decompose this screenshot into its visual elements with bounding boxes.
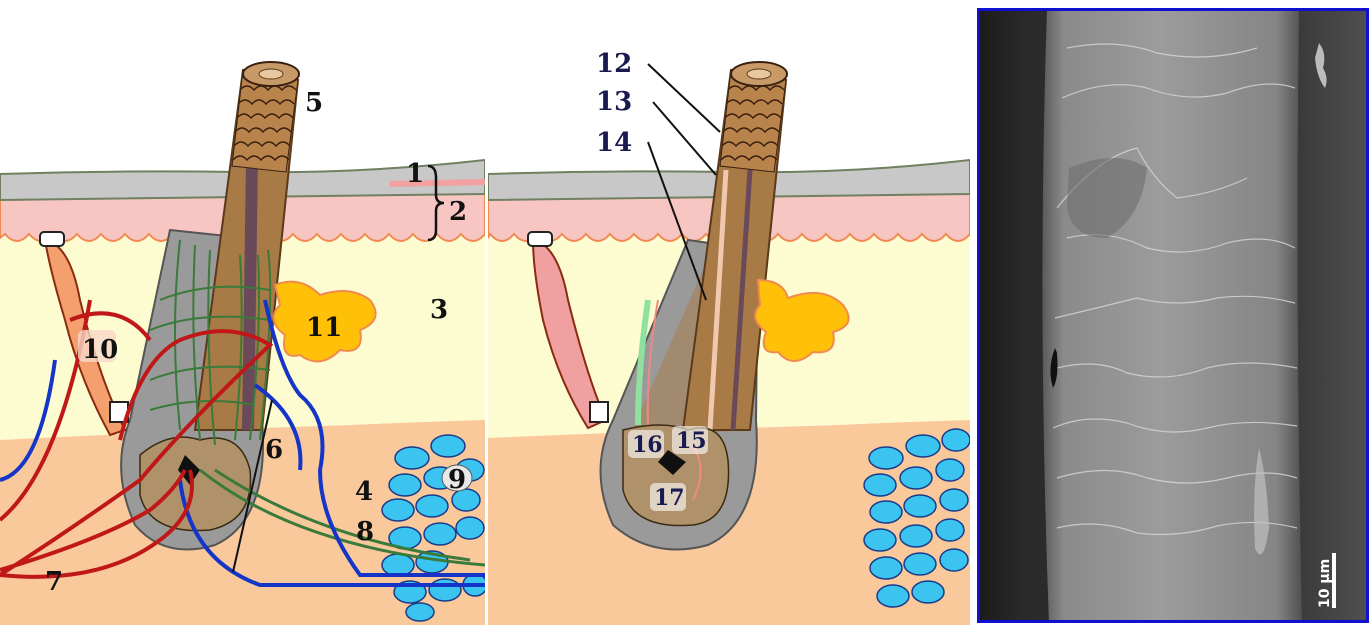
label-9: 9 [448, 465, 466, 495]
label-7: 7 [45, 567, 63, 597]
label-10: 10 [82, 335, 118, 365]
label-13: 13 [596, 87, 632, 117]
scale-bar-label: 10 µm [1317, 559, 1333, 608]
label-15: 15 [676, 428, 707, 454]
label-12: 12 [596, 49, 632, 79]
hair-sem-micrograph: 10 µm [977, 8, 1369, 623]
label-3: 3 [430, 295, 448, 325]
label-16: 16 [632, 432, 663, 458]
label-5: 5 [305, 88, 323, 118]
label-4: 4 [355, 477, 373, 507]
label-14: 14 [596, 128, 632, 158]
label-17: 17 [654, 485, 685, 511]
label-8: 8 [356, 517, 374, 547]
hair-follicle-structure-diagram: 12 13 14 16 15 17 [488, 0, 970, 625]
hair-bulb [140, 437, 251, 530]
label-2: 2 [449, 197, 467, 227]
label-11: 11 [306, 313, 342, 343]
hair-follicle-diagram-labeled: 1 2 3 4 5 6 7 8 9 10 11 [0, 0, 485, 625]
label-6: 6 [265, 435, 283, 465]
label-1: 1 [406, 159, 424, 189]
